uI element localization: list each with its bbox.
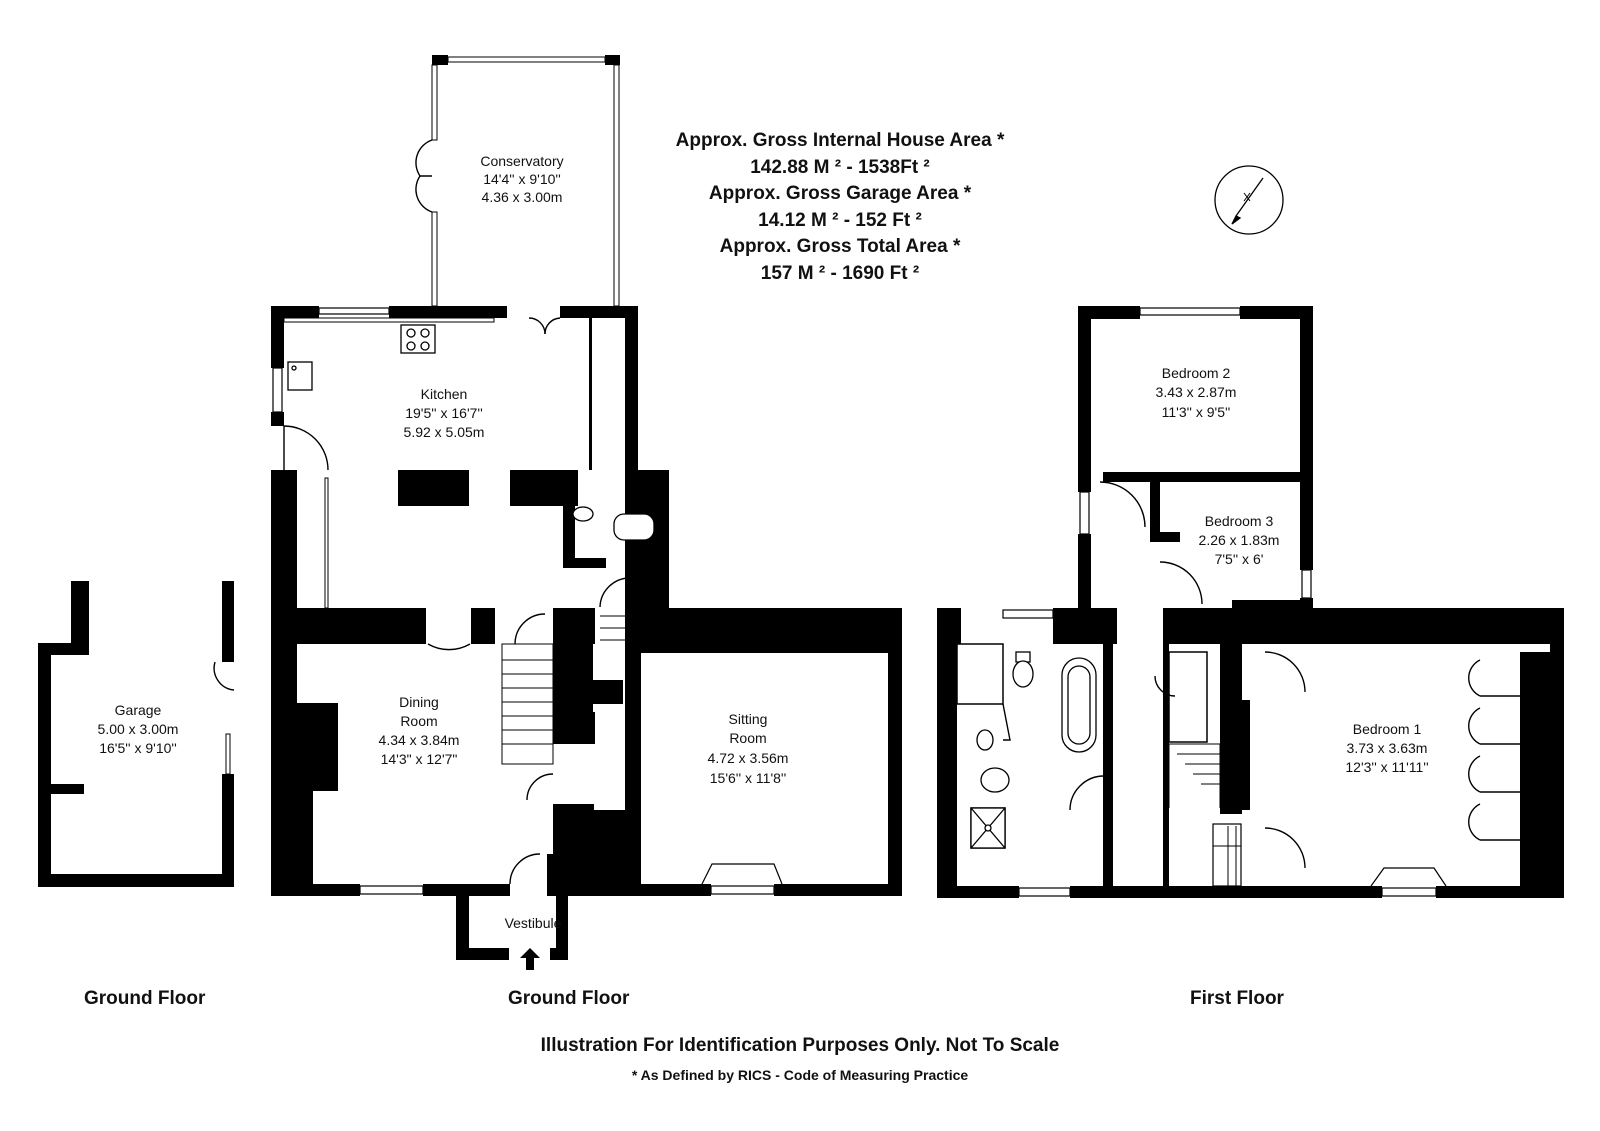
first-floor-label: First Floor [1190,988,1284,1009]
bedroom2-name: Bedroom 2 [1162,365,1231,381]
garage-area-value: 14.12 M ² - 152 Ft ² [758,209,922,231]
sitting-name-1: Sitting [729,711,768,727]
kitchen-metric: 5.92 x 5.05m [404,424,485,440]
kitchen-name: Kitchen [421,386,468,402]
bedroom2-metric: 3.43 x 2.87m [1156,384,1237,400]
bedroom2-imperial: 11'3'' x 9'5'' [1162,404,1231,420]
doors [213,139,1520,885]
dining-metric: 4.34 x 3.84m [379,732,460,748]
garage-area-label: Approx. Gross Garage Area * [708,183,972,204]
bedroom1-name: Bedroom 1 [1353,721,1422,737]
sitting-imperial: 15'6'' x 11'8'' [710,770,787,786]
room-labels: Conservatory 14'4'' x 9'10'' 4.36 x 3.00… [98,153,1429,931]
north-arrow-icon [1214,165,1284,235]
windows [272,307,1447,897]
kitchen-imperial: 19'5'' x 16'7'' [405,405,483,421]
dining-imperial: 14'3" x 12'7" [381,751,458,767]
garage-name: Garage [115,702,162,718]
conservatory-metric: 4.36 x 3.00m [482,189,563,205]
vestibule-name: Vestibule [505,915,562,931]
fixtures [287,324,1097,849]
sitting-name-2: Room [729,730,766,746]
conservatory-name: Conservatory [480,153,563,169]
bedroom3-name: Bedroom 3 [1205,513,1274,529]
total-area-value: 157 M ² - 1690 Ft ² [760,262,920,284]
entrance-arrow-icon [520,948,540,970]
dining-name-2: Room [400,713,437,729]
rics-note: * As Defined by RICS - Code of Measuring… [631,1067,969,1083]
house-area-value: 142.88 M ² - 1538Ft ² [750,156,930,178]
bedroom1-metric: 3.73 x 3.63m [1347,740,1428,756]
house-area-label: Approx. Gross Internal House Area * [675,130,1005,151]
dining-name-1: Dining [399,694,439,710]
garage-imperial: 16'5'' x 9'10'' [99,740,177,756]
stairs [501,615,1241,886]
total-area-label: Approx. Gross Total Area * [719,236,961,257]
disclaimer: Illustration For Identification Purposes… [540,1035,1060,1056]
garage-metric: 5.00 x 3.00m [98,721,179,737]
bedroom3-metric: 2.26 x 1.83m [1199,532,1280,548]
area-summary: Approx. Gross Internal House Area * 142.… [560,128,1120,287]
bedroom3-imperial: 7'5'' x 6' [1215,551,1264,567]
bedroom1-imperial: 12'3'' x 11'11'' [1345,759,1428,775]
conservatory-imperial: 14'4'' x 9'10'' [483,171,561,187]
ground-floor-label: Ground Floor [508,988,630,1009]
garage-floor-label: Ground Floor [84,988,206,1009]
sitting-metric: 4.72 x 3.56m [708,750,789,766]
